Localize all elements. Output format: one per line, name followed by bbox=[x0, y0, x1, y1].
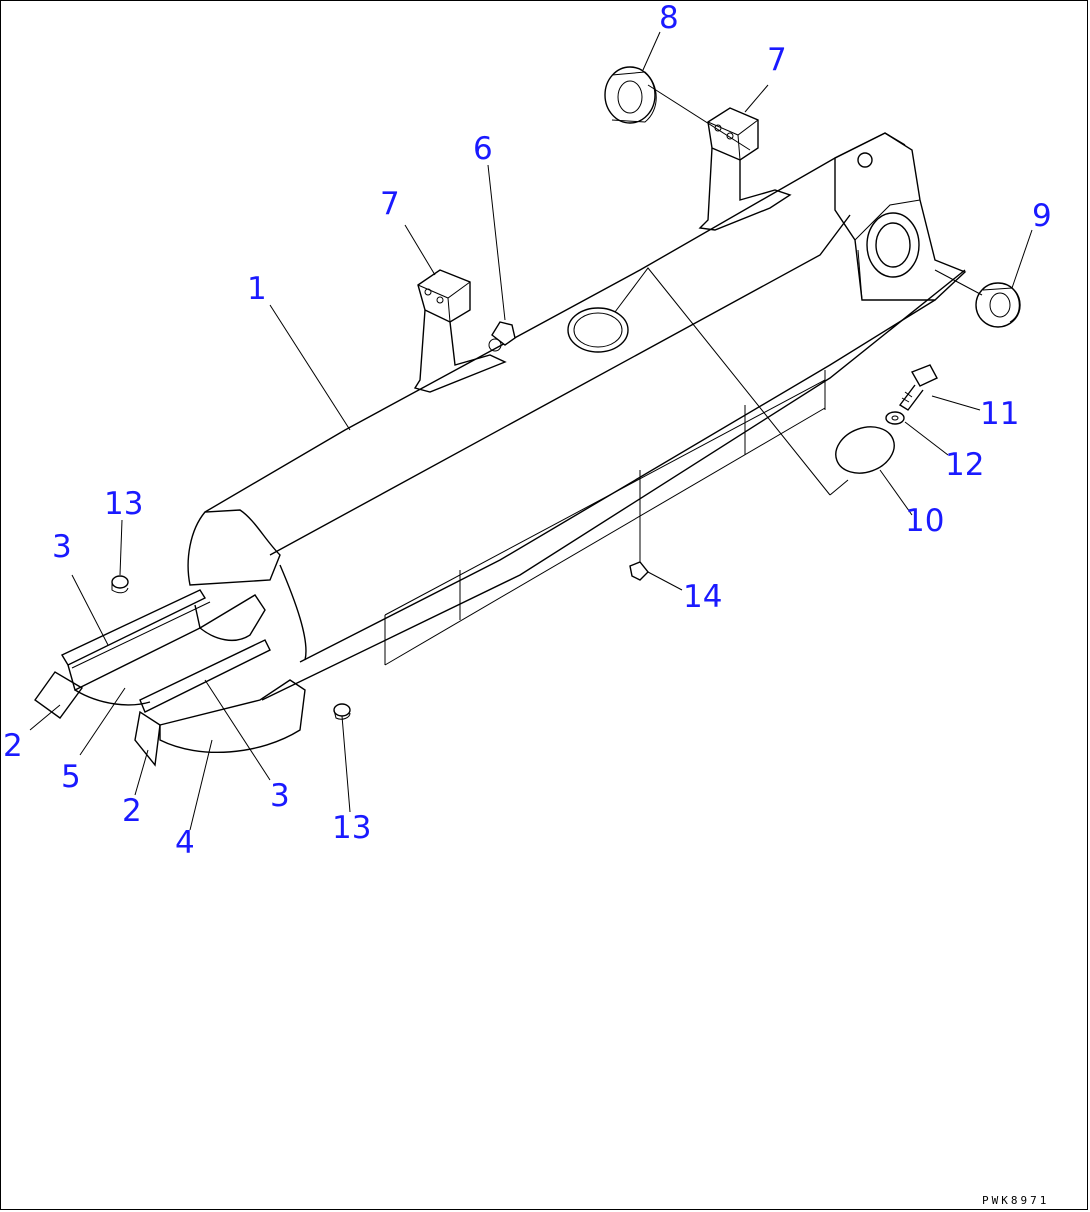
callout-8: 8 bbox=[659, 0, 679, 36]
callout-12: 12 bbox=[945, 447, 984, 483]
part-9-cap bbox=[975, 282, 1021, 328]
front-end-parts bbox=[34, 589, 306, 767]
callout-13-lower: 13 bbox=[332, 810, 371, 846]
callout-13-upper: 13 bbox=[104, 486, 143, 522]
callout-10: 10 bbox=[905, 503, 944, 539]
bracket-front bbox=[413, 269, 507, 393]
callout-5: 5 bbox=[61, 759, 81, 795]
part-6 bbox=[488, 321, 516, 352]
callout-6: 6 bbox=[473, 131, 493, 167]
callout-4: 4 bbox=[175, 825, 195, 861]
callout-7-rear: 7 bbox=[767, 42, 787, 78]
drawing-code: PWK8971 bbox=[982, 1194, 1049, 1207]
part-8-cap bbox=[604, 66, 657, 124]
part-12-washer bbox=[885, 411, 905, 425]
callout-1: 1 bbox=[247, 271, 267, 307]
callout-3-lower: 3 bbox=[270, 778, 290, 814]
boom-body bbox=[187, 132, 967, 701]
part-14 bbox=[629, 561, 649, 581]
callout-14: 14 bbox=[683, 579, 722, 615]
callout-11: 11 bbox=[980, 396, 1019, 432]
callout-9: 9 bbox=[1032, 198, 1052, 234]
part-10-cover bbox=[835, 426, 895, 474]
callout-2-right: 2 bbox=[122, 793, 142, 829]
callout-7-front: 7 bbox=[380, 186, 400, 222]
leader-lines bbox=[29, 31, 1033, 831]
callout-2-left: 2 bbox=[3, 728, 23, 764]
part-11-bolt bbox=[898, 364, 938, 411]
part-13-plug-upper bbox=[111, 575, 129, 594]
callout-3-upper: 3 bbox=[52, 529, 72, 565]
callouts: 1 2 2 3 3 4 5 6 7 7 8 9 10 11 12 13 13 1… bbox=[3, 0, 1052, 861]
